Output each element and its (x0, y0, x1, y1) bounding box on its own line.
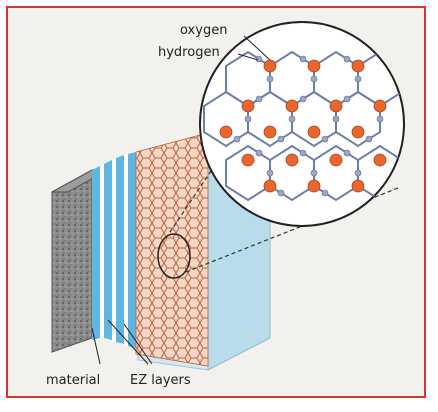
hydrogen-atoms (233, 55, 384, 197)
material-label: material (46, 373, 100, 388)
ez-layers-stripes (92, 152, 136, 348)
zoom-circle (199, 21, 405, 227)
oxygen-atoms (219, 59, 387, 193)
oxygen-label: oxygen (180, 23, 227, 38)
ez-layers-label: EZ layers (130, 373, 191, 388)
ez-honeycomb-region (135, 133, 209, 367)
label-leaders (91, 35, 271, 365)
hydrogen-label: hydrogen (158, 45, 220, 60)
material-block (51, 169, 109, 353)
ez-water-diagram: oxygen hydrogen material EZ layers (46, 21, 405, 388)
diagram-frame: oxygen hydrogen material EZ layers (6, 6, 426, 398)
hexagonal-lattice (203, 50, 403, 202)
focus-ellipse (157, 233, 191, 279)
